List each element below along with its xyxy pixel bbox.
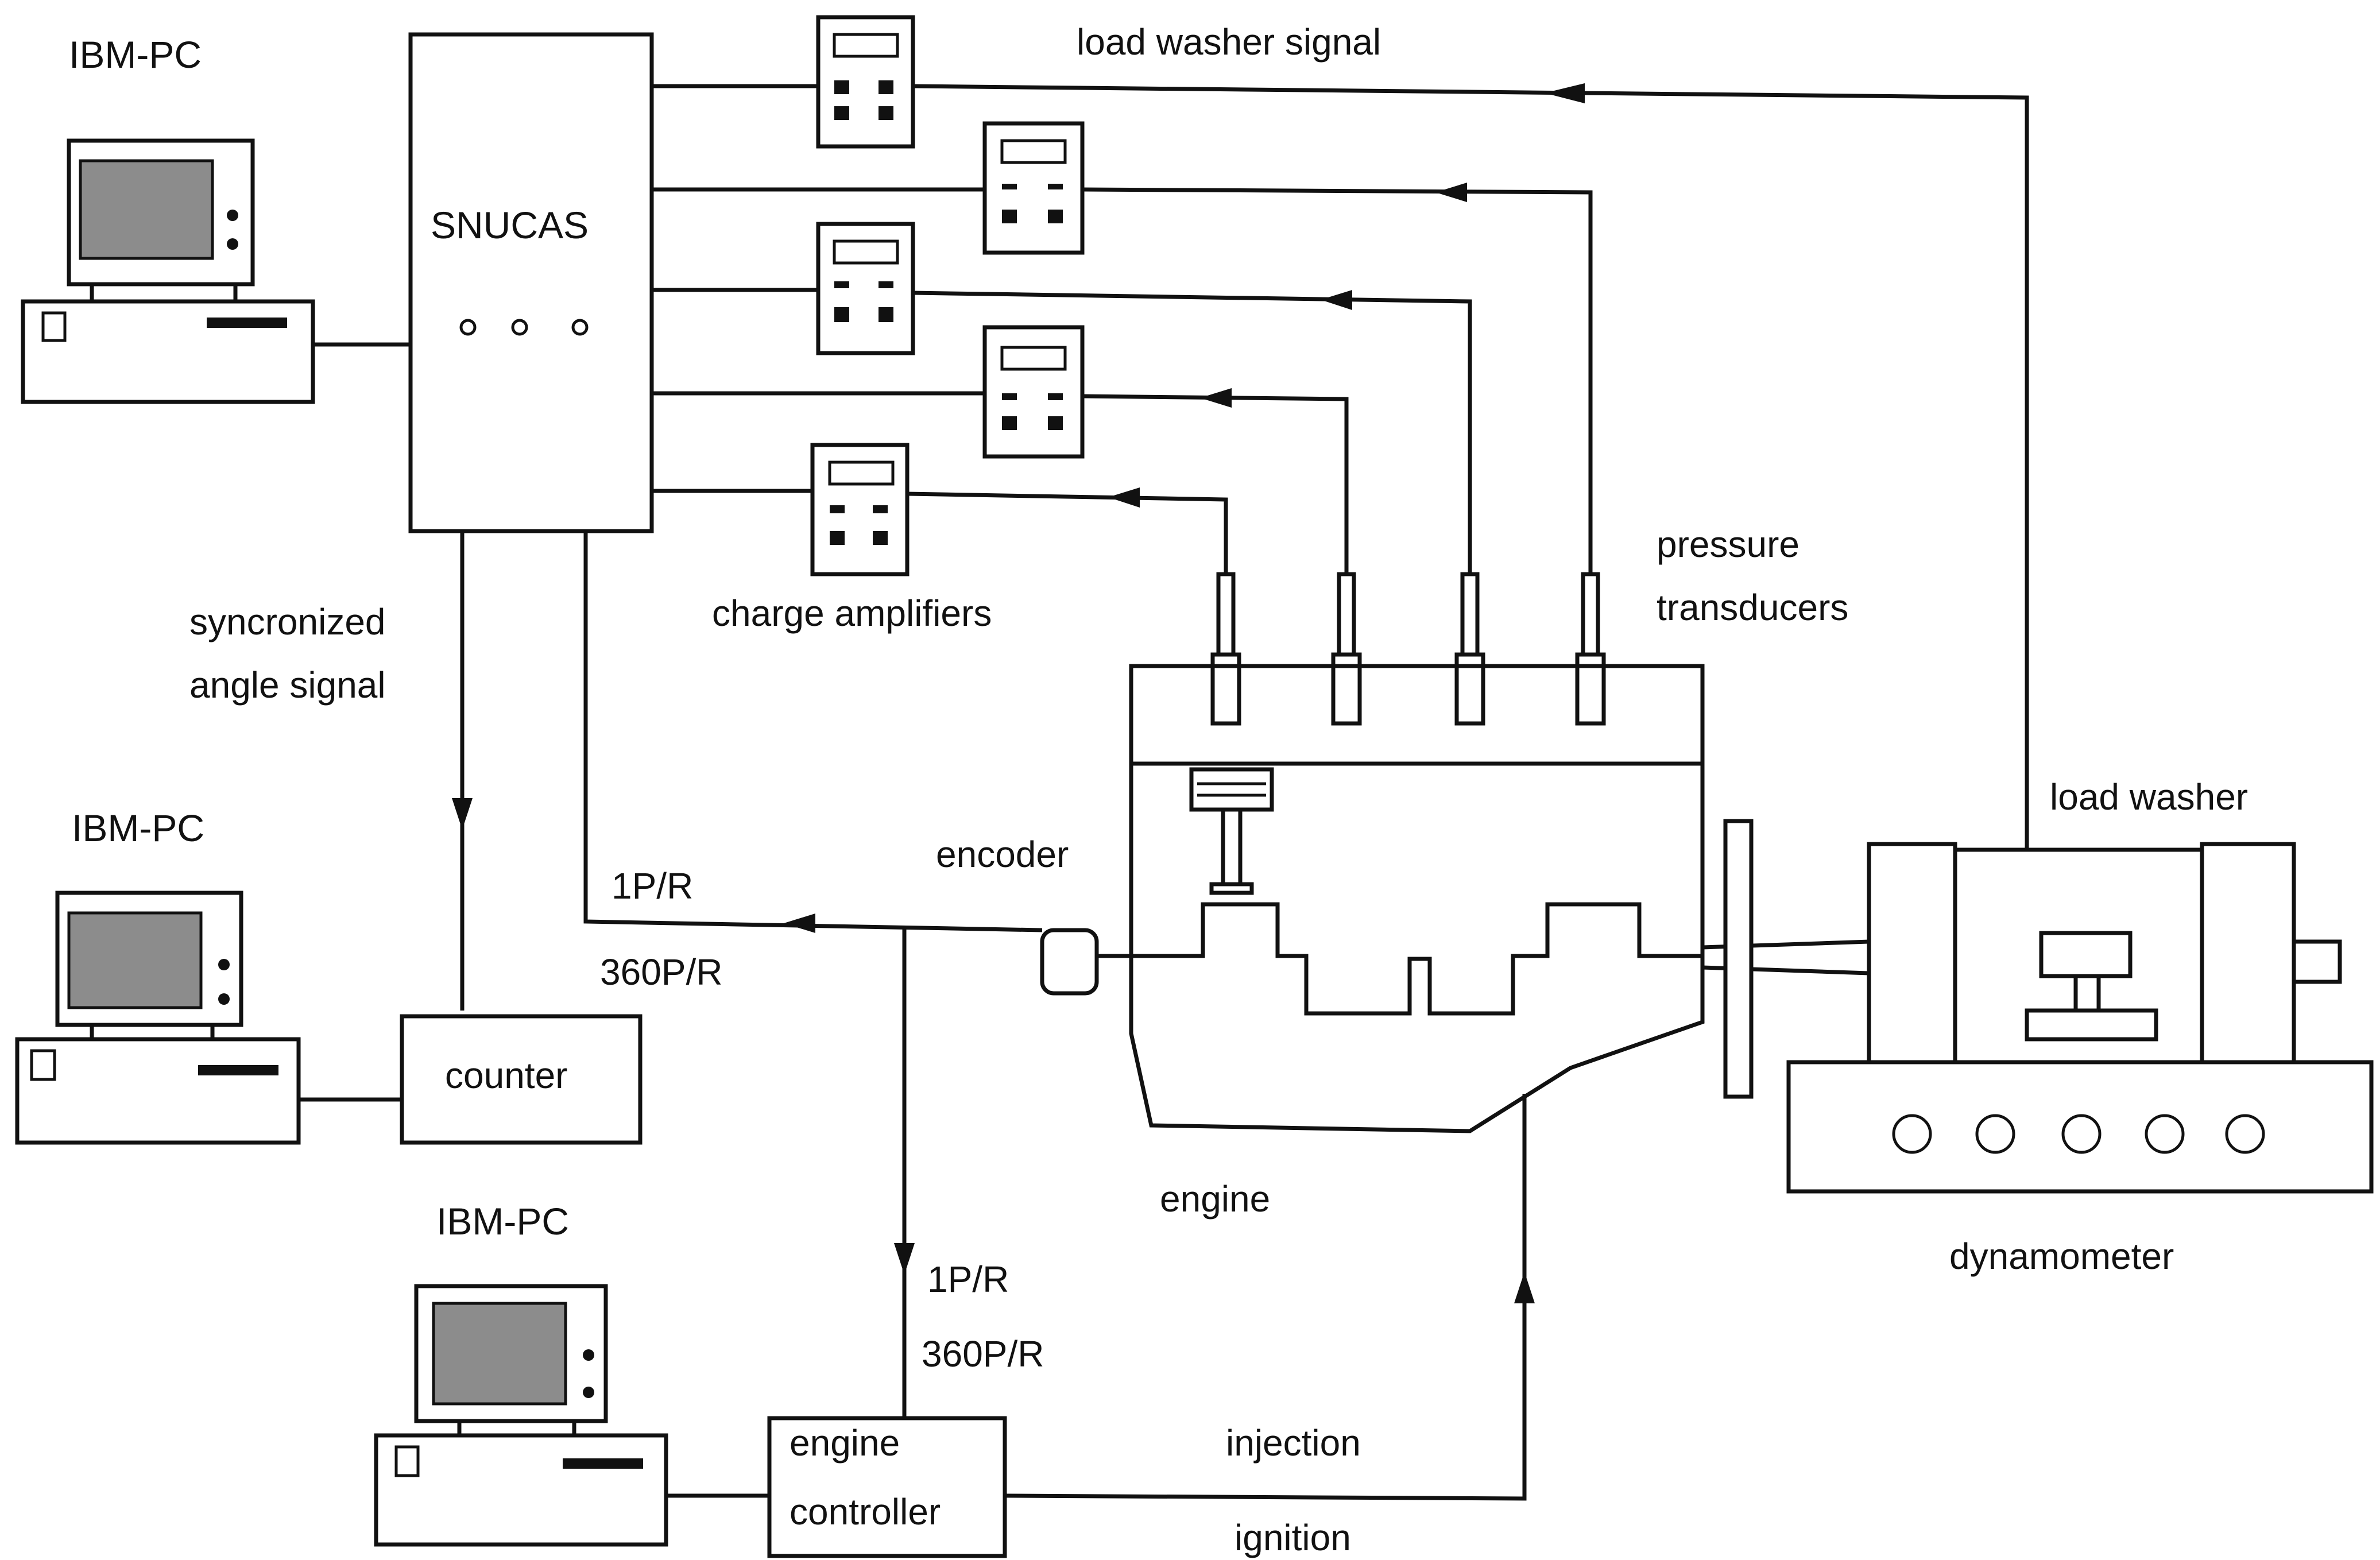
engine-label: engine — [1160, 1178, 1270, 1220]
encoder — [1040, 928, 1114, 996]
engine-controller-label-2: controller — [790, 1491, 941, 1532]
encoder-signal-lines — [583, 531, 1043, 1418]
left-360pr-label: 360P/R — [600, 951, 722, 993]
pressure-label: pressure — [1657, 524, 1799, 565]
load-washer-signal-label: load washer signal — [1077, 21, 1381, 63]
sync-label-line1: syncronized — [189, 601, 386, 642]
shaft-and-flywheel — [1702, 819, 1870, 1099]
engine — [1114, 664, 1705, 1133]
transducers-label: transducers — [1657, 587, 1848, 628]
charge-amplifier-4 — [982, 325, 1085, 459]
ibm-pc-bottom-label: IBM-PC — [436, 1200, 569, 1242]
injection-label: injection — [1226, 1422, 1361, 1464]
engine-controller-label-1: engine — [790, 1422, 900, 1464]
load-washer-label: load washer — [2050, 776, 2248, 818]
sync-label-line2: angle signal — [189, 664, 386, 706]
transducer-signal-lines — [907, 183, 1593, 574]
charge-amplifier-5 — [810, 443, 910, 576]
counter-label: counter — [445, 1055, 567, 1096]
charge-amplifier-3 — [816, 222, 915, 355]
ibm-pc-top-label: IBM-PC — [69, 33, 202, 76]
bottom-1pr-label: 1P/R — [927, 1259, 1009, 1300]
ignition-label: ignition — [1234, 1517, 1351, 1558]
engine-controller-box — [767, 1416, 1007, 1558]
sync-angle-signal-line — [452, 531, 473, 1011]
injection-ignition-line — [1004, 1094, 1535, 1501]
encoder-label: encoder — [936, 834, 1069, 875]
ibm-pc-top — [21, 138, 315, 404]
left-1pr-label: 1P/R — [612, 865, 693, 907]
bottom-360pr-label: 360P/R — [922, 1333, 1044, 1375]
pressure-transducers — [1210, 572, 1606, 726]
amplifier-signal-lines — [652, 84, 985, 493]
ibm-pc-middle-label: IBM-PC — [72, 807, 204, 849]
snucas-label: SNUCAS — [431, 204, 589, 246]
dynamometer-label: dynamometer — [1949, 1236, 2174, 1277]
snucas-unit — [408, 32, 654, 533]
load-washer — [2025, 931, 2158, 1042]
charge-amplifier-2 — [982, 121, 1085, 255]
ibm-pc-bottom — [374, 1284, 668, 1547]
counter-box — [400, 1014, 643, 1145]
charge-amplifiers-label: charge amplifiers — [712, 593, 992, 634]
charge-amplifier-1 — [816, 15, 915, 149]
ibm-pc-middle — [15, 891, 301, 1145]
